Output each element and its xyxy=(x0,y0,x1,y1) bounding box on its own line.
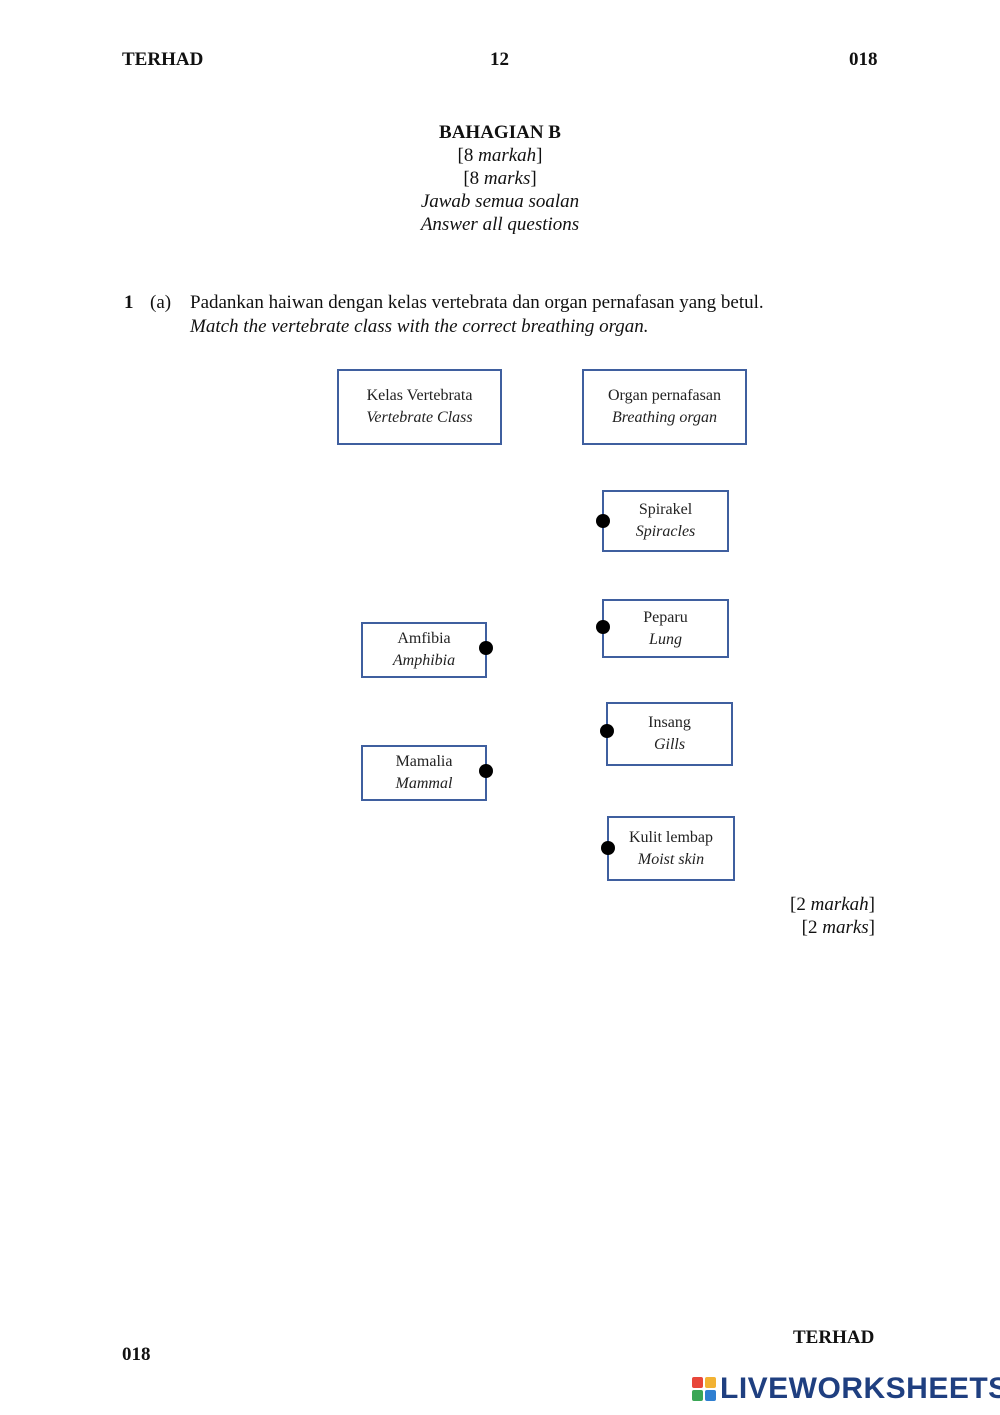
organ-box-spirakel: Spirakel Spiracles xyxy=(602,490,729,552)
organ-label-ms: Insang xyxy=(648,714,691,731)
organ-label-ms: Peparu xyxy=(643,608,688,626)
section-heading: BAHAGIAN B [8 markah] [8 marks] Jawab se… xyxy=(0,121,1000,236)
section-marks-en: [8 marks] xyxy=(463,168,537,189)
match-dot-kulit-lembap[interactable] xyxy=(601,841,615,855)
organ-header-en: Breathing organ xyxy=(611,409,718,426)
marks-en: [2 marks] xyxy=(801,917,875,938)
match-dot-spirakel[interactable] xyxy=(596,514,610,528)
marks-ms: [2 markah] xyxy=(790,894,875,915)
class-header-ms: Kelas Vertebrata xyxy=(366,387,473,404)
marks-awarded: [2 markah] [2 marks] xyxy=(790,893,875,939)
organ-header-ms: Organ pernafasan xyxy=(608,387,721,404)
match-dot-mamalia[interactable] xyxy=(479,764,493,778)
footer-label: TERHAD xyxy=(793,1327,875,1348)
organ-header-box: Organ pernafasan Breathing organ xyxy=(582,369,747,445)
organ-box-kulit-lembap: Kulit lembap Moist skin xyxy=(607,816,735,881)
class-box-amfibia: Amfibia Amphibia xyxy=(361,622,487,678)
class-label-ms: Mamalia xyxy=(395,753,453,770)
watermark-text: LIVEWORKSHEETS xyxy=(720,1372,1000,1405)
class-label-en: Amphibia xyxy=(392,652,456,669)
match-dot-peparu[interactable] xyxy=(596,620,610,634)
organ-box-peparu: Peparu Lung xyxy=(602,599,729,658)
class-box-mamalia: Mamalia Mammal xyxy=(361,745,487,801)
class-header-en: Vertebrate Class xyxy=(366,409,473,426)
organ-label-en: Spiracles xyxy=(635,523,696,540)
class-label-en: Mammal xyxy=(395,775,453,792)
header-left: TERHAD xyxy=(122,49,204,70)
match-dot-insang[interactable] xyxy=(600,724,614,738)
organ-label-en: Gills xyxy=(653,736,686,753)
organ-label-ms: Spirakel xyxy=(638,501,693,518)
section-title: BAHAGIAN B xyxy=(439,122,561,143)
section-marks-ms: [8 markah] xyxy=(457,145,543,166)
question-text-en: Match the vertebrate class with the corr… xyxy=(190,316,649,337)
page-number: 12 xyxy=(490,49,509,70)
question-part: (a) xyxy=(150,292,172,313)
organ-label-en: Moist skin xyxy=(637,850,705,868)
instruction-ms: Jawab semua soalan xyxy=(420,191,580,212)
instruction-en: Answer all questions xyxy=(420,214,580,235)
organ-label-en: Lung xyxy=(649,630,682,648)
question-text-ms: Padankan haiwan dengan kelas vertebrata … xyxy=(190,292,764,313)
organ-box-insang: Insang Gills xyxy=(606,702,733,766)
liveworksheets-logo-icon xyxy=(692,1377,716,1401)
liveworksheets-watermark: LIVEWORKSHEETS xyxy=(692,1372,1000,1406)
footer-code: 018 xyxy=(122,1344,151,1365)
class-header-box: Kelas Vertebrata Vertebrate Class xyxy=(337,369,502,445)
match-dot-amfibia[interactable] xyxy=(479,641,493,655)
question-number: 1 xyxy=(124,292,134,313)
organ-label-ms: Kulit lembap xyxy=(629,828,713,846)
header-code: 018 xyxy=(849,49,878,70)
class-label-ms: Amfibia xyxy=(397,630,451,647)
